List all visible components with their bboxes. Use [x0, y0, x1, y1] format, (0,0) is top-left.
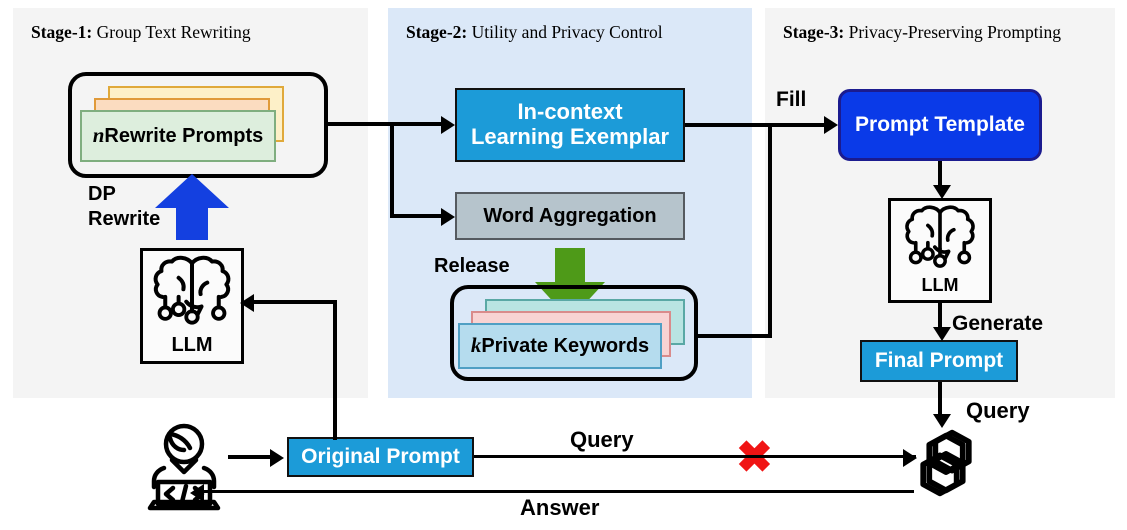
final-prompt-label: Final Prompt	[874, 349, 1004, 373]
edge-keywords-up	[768, 123, 772, 337]
edge-final-prompt-to-chatgpt	[938, 382, 942, 418]
private-keyword-card-front: k Private Keywords	[458, 323, 662, 369]
fill-label: Fill	[776, 88, 806, 112]
edge-original-prompt-to-llm-arrowhead	[240, 294, 254, 312]
private-keywords-label: Private Keywords	[481, 334, 650, 357]
edge-branch-to-word-aggregation-arrowhead	[441, 208, 455, 226]
llm-left-box: LLM	[140, 248, 244, 364]
dp-rewrite-label-line2: Rewrite	[88, 208, 161, 230]
stage-2-title-name: Utility and Privacy Control	[467, 22, 663, 42]
edge-keywords-right	[698, 334, 772, 338]
openai-logo-icon	[920, 429, 972, 497]
stage-3-title: Stage-3: Privacy-Preserving Prompting	[783, 22, 1061, 43]
edge-template-to-llm-arrowhead	[933, 185, 951, 199]
edge-user-to-original-prompt	[228, 455, 278, 459]
stage-2-title-prefix: Stage-2:	[406, 22, 468, 42]
edge-llm-to-final-prompt-arrowhead	[933, 327, 951, 341]
edge-exemplar-to-template	[685, 123, 833, 127]
edge-query-blocked-arrowhead	[903, 449, 917, 467]
edge-llm-to-final-prompt	[938, 303, 942, 330]
generate-label: Generate	[952, 312, 1043, 336]
llm-left-label: LLM	[171, 334, 213, 356]
query-right-label: Query	[966, 398, 1030, 424]
edge-rewrite-to-exemplar-arrowhead	[441, 116, 455, 134]
dp-rewrite-arrow	[155, 174, 229, 240]
blue-up-arrow-icon	[155, 174, 229, 240]
answer-label: Answer	[520, 495, 599, 521]
stage-3-title-prefix: Stage-3:	[783, 22, 845, 42]
edge-branch-down	[390, 122, 394, 214]
chatgpt-icon-wrapper	[908, 424, 984, 502]
in-context-learning-exemplar-box: In-context Learning Exemplar	[455, 88, 685, 162]
word-aggregation-label: Word Aggregation	[483, 204, 657, 227]
original-prompt-label: Original Prompt	[301, 445, 460, 469]
release-label: Release	[434, 255, 510, 278]
stage-1-title: Stage-1: Group Text Rewriting	[31, 22, 251, 43]
edge-branch-to-word-aggregation	[390, 214, 450, 218]
rewrite-prompt-card-front: n Rewrite Prompts	[80, 110, 276, 162]
final-prompt-box: Final Prompt	[860, 340, 1018, 382]
release-label-text: Release	[434, 255, 510, 277]
llm-right-box: LLM	[888, 198, 992, 303]
dp-rewrite-label: DP Rewrite	[88, 182, 160, 232]
query-bottom-label-text: Query	[570, 427, 634, 452]
exemplar-line-1: In-context	[517, 99, 623, 125]
edge-user-to-original-prompt-arrowhead	[270, 449, 284, 467]
original-prompt-box: Original Prompt	[287, 437, 474, 477]
query-right-label-text: Query	[966, 398, 1030, 423]
stage-3-title-name: Privacy-Preserving Prompting	[844, 22, 1062, 42]
edge-answer	[200, 490, 914, 493]
private-keywords-symbol: k	[470, 333, 482, 358]
developer-with-laptop-icon	[147, 423, 221, 511]
stage-2-title: Stage-2: Utility and Privacy Control	[406, 22, 663, 43]
edge-original-prompt-to-llm	[250, 300, 336, 304]
edge-exemplar-to-template-arrowhead	[824, 116, 838, 134]
word-aggregation-box: Word Aggregation	[455, 192, 685, 240]
stage-1-title-name: Group Text Rewriting	[92, 22, 251, 42]
stage-1-title-prefix: Stage-1:	[31, 22, 93, 42]
edge-final-prompt-to-chatgpt-arrowhead	[933, 414, 951, 428]
release-arrow	[535, 248, 605, 320]
edge-original-prompt-up	[333, 300, 337, 440]
rewrite-prompts-label: Rewrite Prompts	[104, 124, 264, 147]
edge-rewrite-to-exemplar	[328, 122, 450, 126]
query-bottom-label: Query	[570, 427, 634, 453]
prompt-template-label: Prompt Template	[855, 113, 1025, 137]
private-keywords-group	[450, 285, 698, 381]
blocked-path-icon: ✖	[736, 433, 773, 482]
green-down-arrow-icon	[535, 248, 605, 320]
brain-neural-network-icon	[905, 205, 975, 268]
prompt-template-box: Prompt Template	[838, 89, 1042, 161]
user-icon-wrapper	[140, 422, 228, 518]
generate-label-text: Generate	[952, 312, 1044, 335]
rewrite-prompts-group	[68, 72, 328, 178]
brain-neural-network-icon	[153, 255, 231, 325]
edge-answer-arrowhead	[190, 484, 204, 502]
dp-rewrite-label-line1: DP	[88, 183, 116, 205]
fill-label-text: Fill	[776, 88, 807, 111]
rewrite-prompts-symbol: n	[92, 123, 105, 148]
exemplar-line-2: Learning Exemplar	[470, 124, 670, 149]
edge-query-blocked	[474, 455, 916, 458]
answer-label-text: Answer	[520, 495, 600, 520]
llm-right-label: LLM	[921, 275, 959, 295]
edge-template-to-llm	[938, 161, 942, 189]
